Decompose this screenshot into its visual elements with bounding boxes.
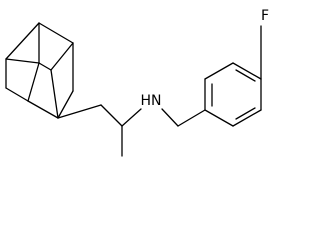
bond (57, 90, 74, 119)
bond (27, 100, 59, 119)
bond (232, 109, 262, 127)
adamantane-cage (5, 22, 102, 119)
bond (5, 87, 29, 102)
bond (232, 62, 262, 80)
bond (5, 22, 40, 60)
bond (57, 104, 102, 119)
fluorophenyl-ring (204, 25, 262, 127)
chemical-structure: HN F (5, 8, 269, 157)
bond (100, 104, 123, 127)
amine-nh-label: HN (141, 93, 162, 109)
double-bond (235, 107, 256, 120)
bond (38, 62, 52, 71)
bond (204, 109, 234, 127)
bond (5, 58, 40, 64)
bond (161, 108, 179, 127)
bond (121, 108, 142, 127)
ethyl-linker (100, 104, 206, 157)
bond (204, 62, 234, 80)
bond (177, 109, 206, 127)
bond (27, 62, 40, 102)
bond (50, 42, 74, 71)
bond (50, 69, 59, 119)
double-bond (235, 69, 256, 82)
fluorine-label: F (261, 8, 269, 24)
bond (38, 22, 74, 44)
